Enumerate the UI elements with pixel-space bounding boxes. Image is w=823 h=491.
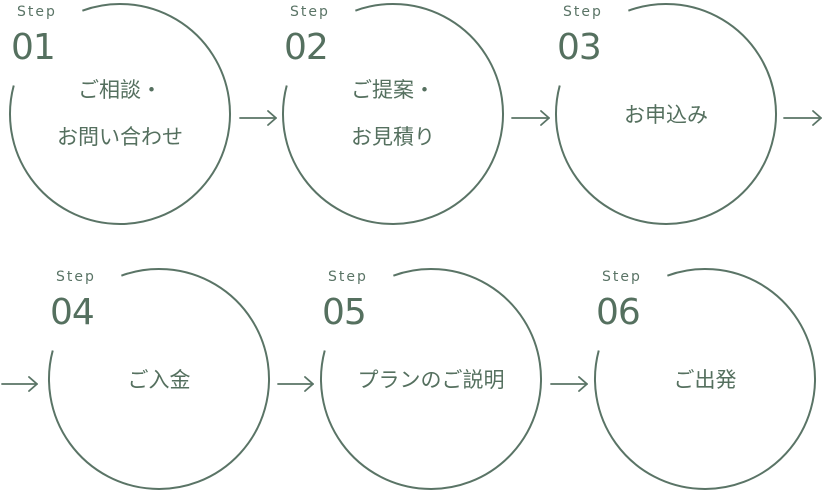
step-number: 06 xyxy=(596,292,640,333)
step-label-line: ご入金 xyxy=(128,368,191,392)
step-word: Step xyxy=(563,4,603,20)
step-circle xyxy=(282,3,504,225)
step-word: Step xyxy=(290,4,330,20)
step-word: Step xyxy=(602,269,642,285)
arrow-right-icon xyxy=(550,376,588,392)
step-label-line: ご出発 xyxy=(674,368,737,392)
arrows-layer xyxy=(1,110,822,392)
arrow-right-icon xyxy=(511,110,550,126)
step-label-line: ご提案・ xyxy=(351,78,435,102)
arrow-right-icon xyxy=(783,110,822,126)
step-circle xyxy=(594,268,816,490)
arrow-right-icon xyxy=(1,376,38,392)
step-circle xyxy=(9,3,231,225)
step-02: Step 02 ご提案・お見積り xyxy=(282,3,504,225)
step-circle xyxy=(555,3,777,225)
arrow-right-icon xyxy=(277,376,314,392)
step-label-line: お申込み xyxy=(624,103,708,127)
step-04: Step 04 ご入金 xyxy=(48,268,270,490)
step-circle xyxy=(320,268,542,490)
step-number: 01 xyxy=(11,27,55,68)
arrow-right-icon xyxy=(239,110,277,126)
step-word: Step xyxy=(56,269,96,285)
step-circle xyxy=(48,268,270,490)
step-03: Step 03 お申込み xyxy=(555,3,777,225)
step-05: Step 05 プランのご説明 xyxy=(320,268,542,490)
step-label-line: お問い合わせ xyxy=(57,125,183,149)
step-word: Step xyxy=(17,4,57,20)
step-label-line: ご相談・ xyxy=(78,78,162,102)
steps-layer: Step 01 ご相談・お問い合わせ Step 02 ご提案・お見積り Step 03 お申込み… xyxy=(9,3,816,490)
step-label-line: プランのご説明 xyxy=(358,368,505,392)
step-06: Step 06 ご出発 xyxy=(594,268,816,490)
step-number: 04 xyxy=(50,292,94,333)
step-number: 03 xyxy=(557,27,601,68)
step-word: Step xyxy=(328,269,368,285)
step-label-line: お見積り xyxy=(351,125,435,149)
step-number: 02 xyxy=(284,27,328,68)
step-number: 05 xyxy=(322,292,366,333)
step-01: Step 01 ご相談・お問い合わせ xyxy=(9,3,231,225)
